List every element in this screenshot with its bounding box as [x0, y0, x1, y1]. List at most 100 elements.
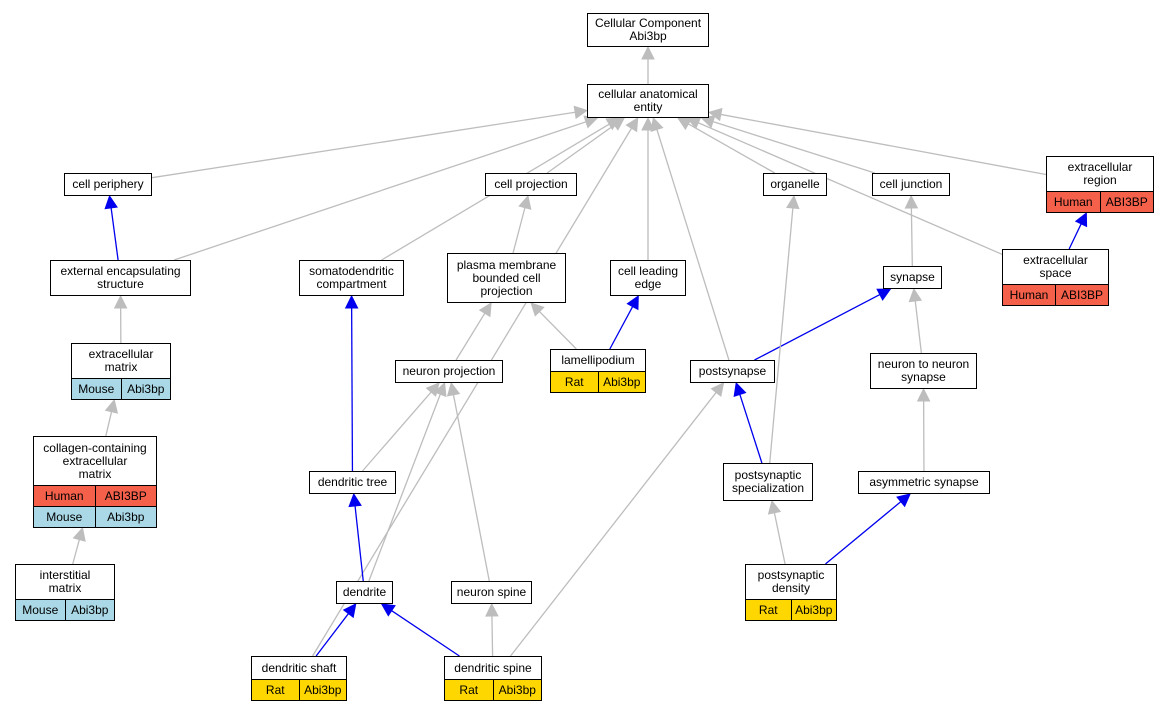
annotation-row: Mouse Abi3bp	[16, 599, 114, 620]
arrowhead-icon	[908, 287, 923, 303]
go-term-label-line: space	[1039, 266, 1072, 280]
arrowhead-icon	[767, 499, 782, 515]
gene-cell: Abi3bp	[64, 600, 115, 620]
edge-line	[546, 124, 615, 174]
go-term-label: synapse	[884, 267, 941, 288]
arrowhead-icon	[530, 302, 545, 317]
arrowhead-icon	[605, 117, 621, 131]
edge-is-a-cp-to-cae	[151, 105, 589, 179]
go-term-node-cproj[interactable]: cell projection	[485, 173, 577, 196]
arrowhead-icon	[342, 603, 357, 619]
go-term-label-line: dendritic spine	[454, 660, 532, 675]
species-cell: Rat	[459, 682, 479, 697]
edge-is-a-ccem-to-em	[104, 398, 119, 437]
go-term-node-as[interactable]: asymmetric synapse	[858, 471, 990, 494]
edge-part-of-pss-to-ps	[733, 381, 763, 464]
edge-line	[769, 207, 794, 464]
species-cell: Mouse	[22, 602, 59, 617]
edge-line	[914, 300, 923, 354]
edge-is-a-dsh-to-cae	[312, 117, 639, 657]
species-cell: Rat	[758, 602, 778, 617]
go-term-node-nsp[interactable]: neuron spine	[451, 581, 532, 604]
go-term-label-line: postsynaptic	[757, 568, 825, 582]
edge-line	[609, 306, 634, 350]
go-term-label: cell junction	[873, 174, 949, 195]
go-term-label-line: somatodendritic	[309, 264, 394, 278]
arrowhead-icon	[876, 288, 892, 301]
edge-part-of-dsp-to-den	[380, 603, 460, 657]
edge-is-a-nns-to-syn	[908, 287, 923, 354]
edge-line	[491, 615, 494, 657]
go-term-label-line: extracellular	[62, 453, 128, 468]
edge-line	[825, 501, 902, 565]
arrowhead-icon	[641, 45, 655, 60]
edge-line	[72, 539, 80, 565]
go-term-node-cj[interactable]: cell junction	[872, 173, 950, 196]
go-term-node-syn[interactable]: synapse	[883, 266, 942, 289]
go-term-node-org[interactable]: organelle	[763, 173, 827, 196]
go-term-label: lamellipodium	[551, 350, 645, 371]
edge-line	[315, 613, 349, 657]
go-term-label-line: external encapsulating	[60, 264, 181, 278]
gene-cell: ABI3BP	[94, 486, 157, 506]
edge-line	[698, 122, 1003, 255]
go-term-label-line: cell projection	[494, 177, 568, 191]
arrowhead-icon	[433, 381, 447, 398]
go-term-node-np[interactable]: neuron projection	[395, 360, 503, 383]
go-term-label: dendritic spine	[445, 657, 541, 679]
edge-line	[151, 111, 576, 179]
edge-line	[350, 307, 354, 472]
go-term-node-den[interactable]: dendrite	[336, 581, 393, 604]
edge-is-a-np-to-pmbcp	[455, 302, 492, 361]
edge-line	[312, 127, 633, 657]
go-term-label-line: dendritic tree	[317, 475, 388, 489]
arrowhead-icon	[625, 117, 639, 133]
edge-part-of-dt-to-sdc	[344, 294, 359, 472]
edge-is-a-pss-to-org	[769, 194, 800, 464]
go-term-label: organelle	[764, 174, 826, 195]
arrowhead-icon	[446, 381, 461, 397]
edge-is-a-den-to-np	[368, 381, 447, 582]
edge-part-of-ees-to-cp	[104, 194, 119, 261]
edge-part-of-dsh-to-den	[315, 603, 357, 657]
go-term-label: cell periphery	[65, 174, 151, 195]
go-term-node-dt[interactable]: dendritic tree	[309, 471, 396, 494]
species-cell: Mouse	[78, 381, 115, 396]
gene-cell: Abi3bp	[492, 680, 542, 700]
edge-is-a-dsp-to-ps	[510, 382, 725, 657]
go-term-label-line: specialization	[731, 481, 805, 495]
go-term-label-line: extracellular	[1067, 160, 1133, 174]
arrowhead-icon	[113, 294, 128, 309]
edge-is-a-cle-to-cae	[641, 116, 655, 260]
go-term-node-cp[interactable]: cell periphery	[64, 173, 152, 196]
edge-line	[688, 123, 776, 174]
go-term-label-line: density	[771, 581, 810, 595]
edge-line	[455, 312, 486, 361]
go-term-node-ps[interactable]: postsynapse	[690, 360, 775, 383]
